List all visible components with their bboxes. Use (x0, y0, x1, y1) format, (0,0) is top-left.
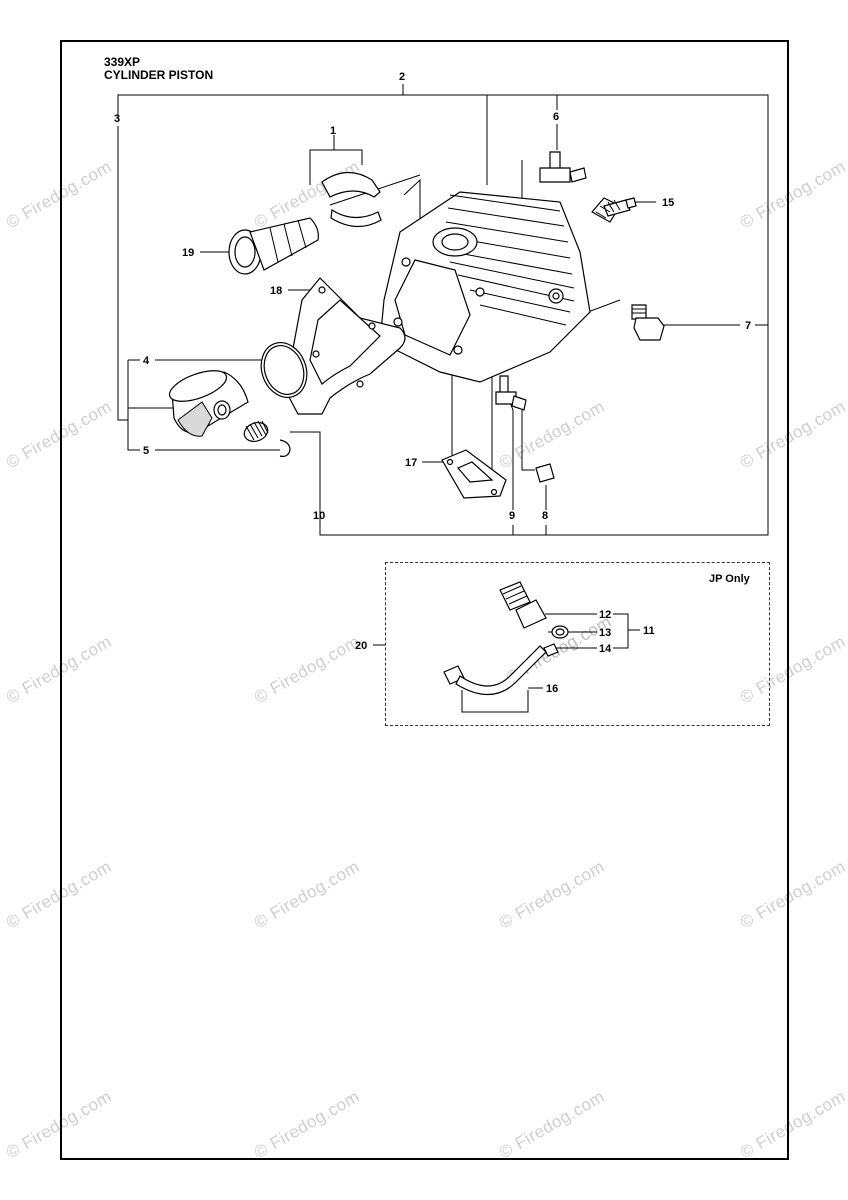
spark-plug (591, 197, 637, 223)
diagram-frame (60, 40, 789, 1160)
callout-17: 17 (405, 457, 417, 469)
callout-12: 12 (599, 609, 611, 621)
callout-8: 8 (542, 510, 548, 522)
pin (535, 463, 555, 483)
exhaust-gasket (441, 449, 507, 499)
jp-only-label: JP Only (709, 573, 750, 585)
decompression-valve (539, 151, 587, 183)
elbow-fitting (495, 375, 527, 411)
callout-5: 5 (143, 445, 149, 457)
callout-4: 4 (143, 355, 150, 367)
callout-20: 20 (355, 640, 367, 652)
callout-14: 14 (599, 643, 612, 655)
cylinder (379, 191, 591, 383)
cylinder-gasket (281, 277, 406, 415)
callout-16: 16 (546, 683, 558, 695)
retainer-clips (321, 171, 382, 228)
callout-19: 19 (182, 247, 194, 259)
callout-18: 18 (270, 285, 282, 297)
callout-9: 9 (509, 510, 515, 522)
callout-2: 2 (399, 71, 405, 83)
callout-11: 11 (643, 625, 655, 637)
plug-bolt (631, 304, 665, 341)
jp-hose (443, 645, 547, 696)
piston (168, 370, 249, 437)
callout-15: 15 (662, 197, 674, 209)
section-title: CYLINDER PISTON (104, 68, 214, 82)
callout-6: 6 (553, 111, 559, 123)
callout-1: 1 (330, 125, 336, 137)
piston-ring (260, 342, 308, 398)
intake-boot (228, 217, 319, 275)
needle-bearing (243, 420, 269, 443)
jp-valve-assembly (499, 581, 569, 657)
callout-7: 7 (745, 320, 751, 332)
circlip (279, 439, 291, 457)
jp-only-box (385, 562, 770, 726)
callout-3: 3 (114, 113, 120, 125)
callout-13: 13 (599, 627, 611, 639)
callout-10: 10 (313, 510, 325, 522)
callout-numbers: 1 2 3 4 5 6 7 8 9 10 11 12 13 14 15 16 1… (114, 71, 751, 695)
model-number: 339XP (104, 55, 141, 69)
